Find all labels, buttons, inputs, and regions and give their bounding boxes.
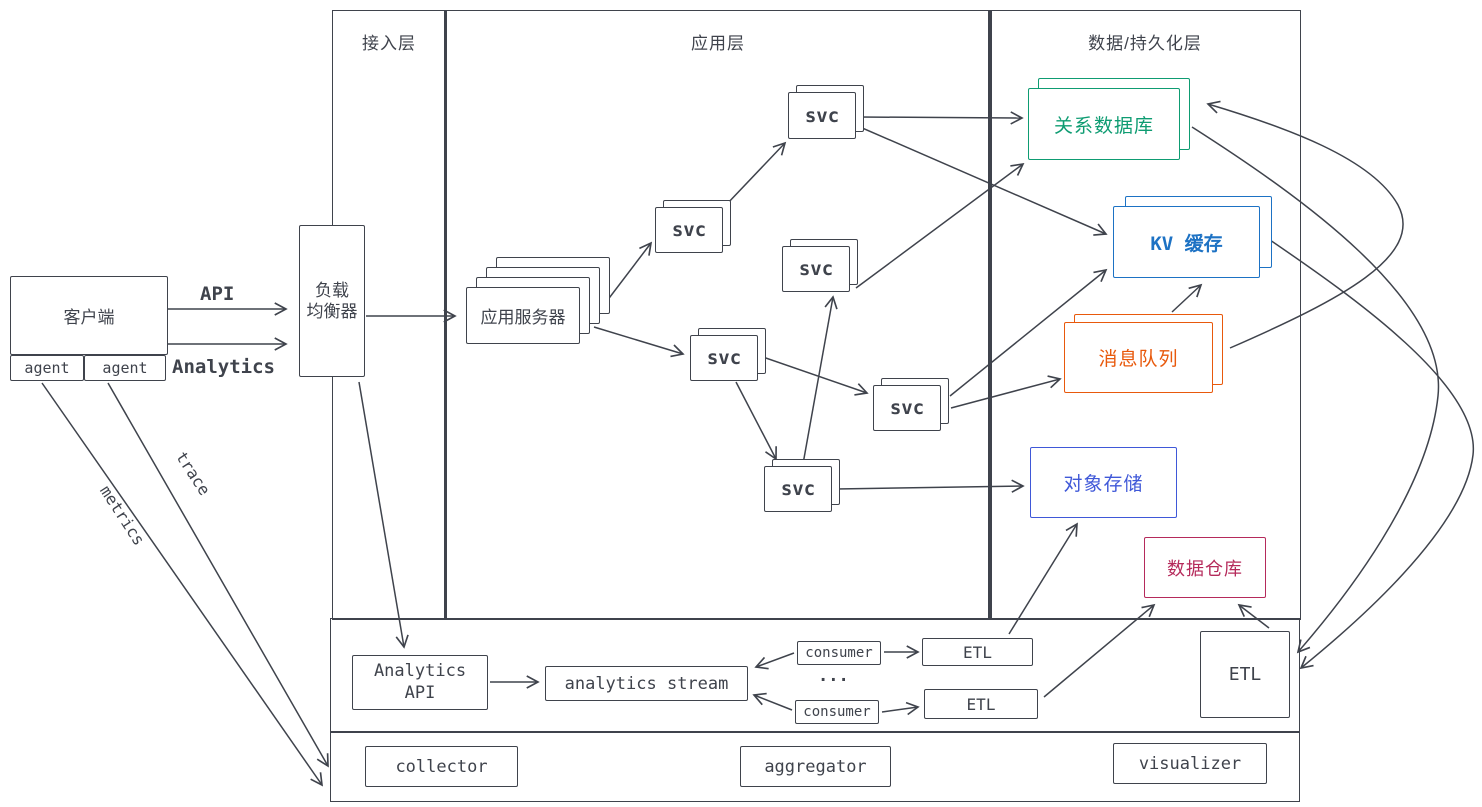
monitoring-band xyxy=(330,731,1300,802)
edge-reldb-etlright-curve xyxy=(1191,126,1440,654)
aggregator-label: aggregator xyxy=(764,756,867,777)
agent-1-label: agent xyxy=(24,359,70,377)
msg-queue-label: 消息队列 xyxy=(1098,349,1179,370)
edge-svc3-reldb xyxy=(855,162,1025,289)
edge-agent1-metrics xyxy=(41,382,324,787)
analytics-band xyxy=(330,618,1300,733)
data-layer-title: 数据/持久化层 xyxy=(1088,34,1202,53)
edge-svc1-kv xyxy=(859,126,1108,236)
dwh-node: 数据仓库 xyxy=(1144,537,1266,598)
obj-store-label: 对象存储 xyxy=(1063,474,1144,495)
edge-svc5-kv xyxy=(949,268,1108,397)
etl-2-node: ETL xyxy=(924,689,1038,719)
edge-svc1-reldb xyxy=(858,111,1024,125)
load-balancer-node: 负载 均衡器 xyxy=(299,225,365,377)
api-edge-label: API xyxy=(200,283,235,305)
svc-1-label: svc xyxy=(804,104,840,127)
edge-consumer1-stream xyxy=(754,652,795,670)
etl-right-label: ETL xyxy=(1228,664,1262,685)
application-layer-title: 应用层 xyxy=(691,34,745,53)
collector-label: collector xyxy=(395,756,488,777)
edge-lb-analytics-api xyxy=(358,381,409,649)
edge-mq-reldb-arc xyxy=(1206,100,1404,349)
dwh-label: 数据仓库 xyxy=(1167,558,1243,579)
analytics-api-label-line1: Analytics xyxy=(373,661,467,682)
visualizer-node: visualizer xyxy=(1113,743,1267,784)
edge-svc6-svc3 xyxy=(802,295,838,465)
etl-1-label: ETL xyxy=(963,642,992,662)
svc-5-label: svc xyxy=(889,397,925,419)
consumer-1-node: consumer xyxy=(797,641,881,665)
analytics-stream-label: analytics stream xyxy=(564,673,729,694)
analytics-api-node: Analytics API xyxy=(352,655,488,710)
rel-db-label: 关系数据库 xyxy=(1053,115,1154,137)
consumer-2-label: consumer xyxy=(803,704,871,720)
edge-consumer2-etl2 xyxy=(881,701,920,716)
analytics-edge-label: Analytics xyxy=(172,356,275,378)
edge-etl2-dwh xyxy=(1043,603,1156,698)
svc-5-node: svc xyxy=(873,385,941,431)
svc-6-label: svc xyxy=(780,478,816,500)
edge-etlright-dwh xyxy=(1237,603,1270,629)
edge-svc4-svc5 xyxy=(759,355,869,396)
svc-2-node: svc xyxy=(655,207,723,253)
etl-1-node: ETL xyxy=(922,638,1033,666)
edge-svc5-mq xyxy=(950,375,1062,409)
visualizer-label: visualizer xyxy=(1138,753,1242,774)
consumer-2-node: consumer xyxy=(795,700,879,724)
kv-cache-node: KV 缓存 xyxy=(1113,206,1260,278)
consumers-ellipsis: ... xyxy=(818,666,849,686)
app-server-label: 应用服务器 xyxy=(480,308,566,327)
edge-mq-kv xyxy=(1171,283,1203,313)
edge-appserver-svc4 xyxy=(593,326,685,358)
agent-2-label: agent xyxy=(102,359,148,377)
client-node: 客户端 xyxy=(10,276,168,355)
load-balancer-label-line2: 均衡器 xyxy=(306,302,358,321)
consumer-1-label: consumer xyxy=(805,645,873,661)
edge-kv-etlright-curve xyxy=(1269,239,1474,670)
edge-consumer2-stream xyxy=(752,692,793,711)
analytics-api-label-line2: API xyxy=(404,682,436,703)
obj-store-node: 对象存储 xyxy=(1030,447,1177,518)
analytics-stream-node: analytics stream xyxy=(545,666,748,701)
edge-svc4-svc6 xyxy=(735,381,777,461)
kv-cache-label: KV 缓存 xyxy=(1150,232,1223,255)
etl-2-label: ETL xyxy=(966,694,996,714)
edge-agent2-trace xyxy=(107,382,329,768)
access-layer-title: 接入层 xyxy=(362,34,416,53)
msg-queue-node: 消息队列 xyxy=(1064,322,1213,393)
aggregator-node: aggregator xyxy=(740,746,891,787)
svc-4-node: svc xyxy=(690,335,758,381)
edge-svc2-svc1 xyxy=(725,141,787,206)
svc-1-node: svc xyxy=(788,92,856,139)
rel-db-node: 关系数据库 xyxy=(1028,88,1180,160)
svc-4-label: svc xyxy=(706,347,742,369)
svc-3-label: svc xyxy=(798,258,834,280)
edge-svc6-objstore xyxy=(835,479,1025,493)
svc-3-node: svc xyxy=(782,246,850,292)
edge-etl1-objstore xyxy=(1008,522,1078,635)
agent-1-node: agent xyxy=(10,355,84,381)
collector-node: collector xyxy=(365,746,518,787)
load-balancer-label-line1: 负载 xyxy=(315,280,349,300)
etl-right-node: ETL xyxy=(1200,631,1290,718)
client-label: 客户端 xyxy=(63,308,115,327)
svc-6-node: svc xyxy=(764,466,832,512)
app-server-node: 应用服务器 xyxy=(466,287,580,344)
agent-2-node: agent xyxy=(84,355,166,381)
svc-2-label: svc xyxy=(671,219,707,241)
